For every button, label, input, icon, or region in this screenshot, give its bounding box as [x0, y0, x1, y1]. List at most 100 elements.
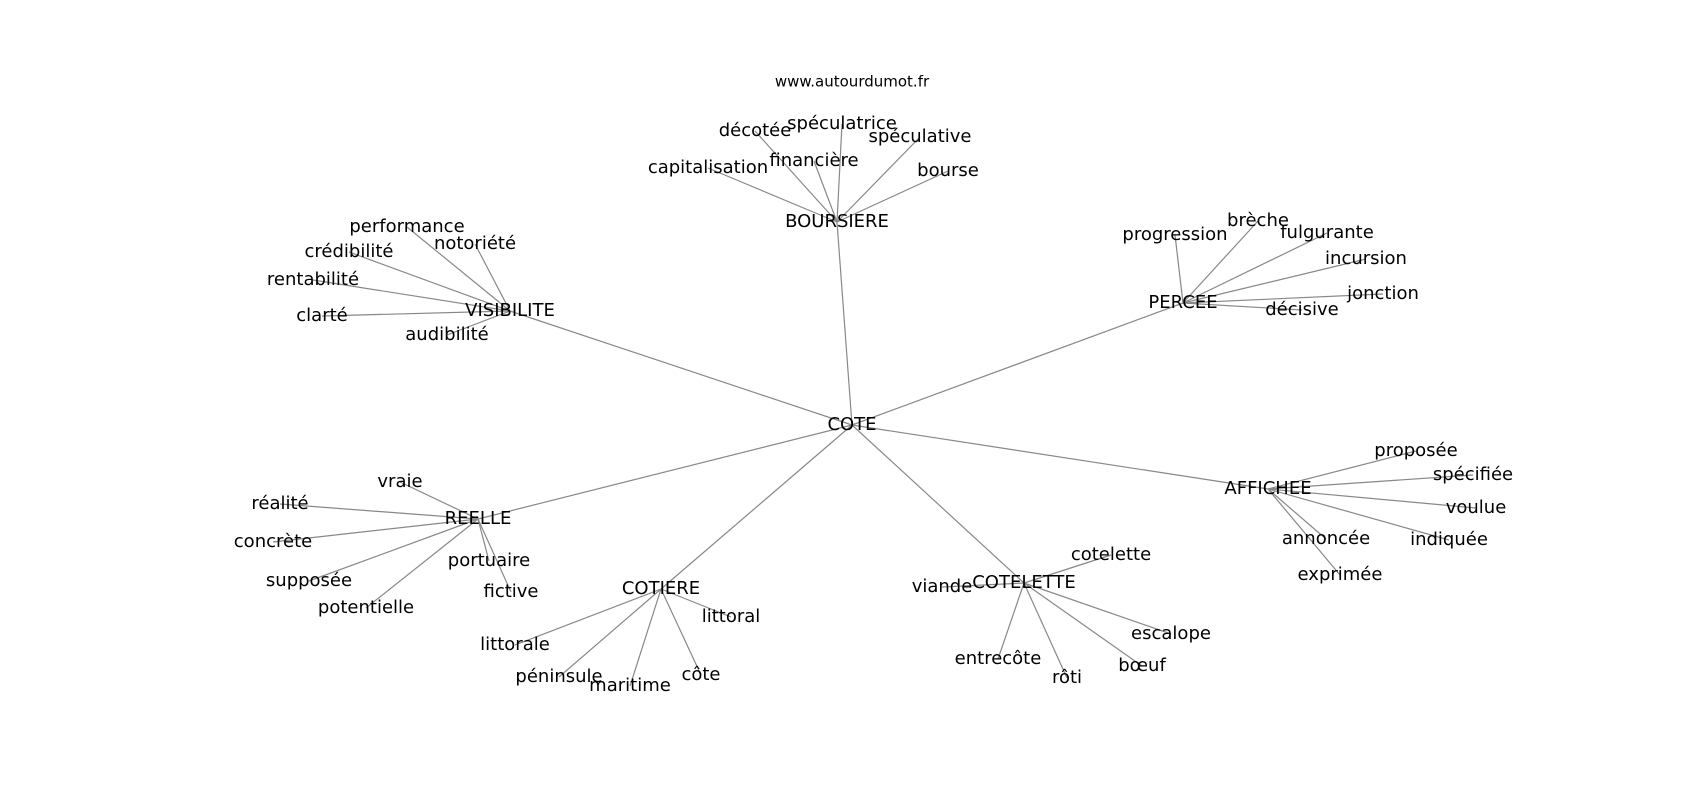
word-node-potentielle: potentielle [318, 597, 414, 618]
word-node-annoncee: annoncée [1282, 528, 1370, 549]
word-node-roti: rôti [1052, 667, 1082, 688]
edge-affichee-annoncee [1267, 488, 1327, 540]
root-node-label: COTE [827, 414, 876, 435]
word-node-exprimee: exprimée [1298, 564, 1383, 585]
edge-cotelette-cotelette [1023, 554, 1112, 584]
edge-visibilite-rentabilite [312, 279, 511, 312]
word-node-indiquee: indiquée [1410, 529, 1488, 550]
hub-node-visibilite: VISIBILITE [465, 300, 555, 321]
word-node-notoriete: notoriété [434, 233, 516, 254]
edge-boursiere-capitalisation [707, 167, 838, 223]
word-node-peninsule: péninsule [515, 666, 602, 687]
word-node-clarte: clarté [296, 305, 347, 326]
edge-root-cotiere [660, 424, 853, 590]
edge-reelle-fictive [477, 518, 512, 593]
hub-node-cotiere: COTIERE [622, 578, 700, 599]
word-node-breche: brèche [1227, 210, 1289, 231]
edge-reelle-supposee [308, 518, 479, 582]
word-node-decotee: décotée [719, 120, 792, 141]
edge-cotelette-entrecote [997, 582, 1025, 660]
edge-reelle-realite [279, 503, 479, 520]
edge-percee-incursion [1182, 258, 1367, 304]
edge-boursiere-speculatrice [836, 123, 843, 223]
edge-cotelette-boeuf [1023, 582, 1143, 667]
word-node-supposee: supposée [266, 570, 352, 591]
word-node-maritime: maritime [589, 675, 671, 696]
edge-boursiere-bourse [836, 170, 949, 223]
word-node-financiere: financière [769, 150, 858, 171]
edge-affichee-exprimee [1267, 488, 1341, 576]
word-node-capitalisation: capitalisation [648, 157, 768, 178]
word-node-viande: viande [912, 576, 973, 597]
edge-reelle-portuaire [477, 518, 490, 562]
edge-cotiere-cote [660, 588, 702, 676]
hub-node-cotelette: COTELETTE [972, 572, 1076, 593]
edge-root-affichee [851, 424, 1269, 490]
edge-cotelette-viande [941, 582, 1025, 588]
edge-percee-fulgurante [1182, 232, 1328, 304]
word-node-specifiee: spécifiée [1433, 464, 1513, 485]
edge-cotelette-roti [1023, 582, 1068, 679]
site-credit: www.autourdumot.fr [775, 73, 930, 91]
word-node-realite: réalité [251, 493, 308, 514]
word-node-vraie: vraie [377, 471, 422, 492]
word-node-speculatrice: spéculatrice [787, 113, 897, 134]
edges-layer [272, 123, 1477, 687]
word-node-bourse: bourse [917, 160, 979, 181]
edge-root-reelle [477, 424, 853, 520]
labels-layer: COTEBOURSIEREcapitalisationdécotéespécul… [234, 113, 1513, 696]
edge-root-visibilite [509, 310, 853, 426]
word-node-proposee: proposée [1374, 440, 1457, 461]
edge-boursiere-financiere [813, 160, 838, 223]
word-node-boeuf: bœuf [1118, 655, 1166, 676]
word-node-voulue: voulue [1446, 497, 1507, 518]
word-node-cote: côte [681, 664, 720, 685]
edge-cotiere-maritime [629, 588, 662, 687]
edge-reelle-concrete [272, 518, 479, 543]
word-node-concrete: concrète [234, 531, 312, 552]
edge-reelle-potentielle [365, 518, 479, 609]
edge-affichee-proposee [1267, 450, 1417, 490]
word-node-escalope: escalope [1131, 623, 1211, 644]
edge-reelle-vraie [399, 481, 479, 520]
edge-visibilite-performance [406, 226, 511, 312]
edge-boursiere-decotee [754, 130, 838, 223]
edge-percee-jonction [1182, 293, 1384, 304]
edge-visibilite-audibilite [446, 310, 511, 336]
word-node-incursion: incursion [1325, 248, 1407, 269]
edge-root-cotelette [851, 424, 1025, 584]
word-node-jonction: jonction [1346, 283, 1419, 304]
edge-cotiere-littoral [660, 588, 732, 618]
word-node-progression: progression [1122, 224, 1227, 245]
hub-node-boursiere: BOURSIERE [785, 211, 889, 232]
edge-root-percee [851, 302, 1184, 426]
word-node-rentabilite: rentabilité [267, 269, 359, 290]
edge-boursiere-speculative [836, 136, 921, 223]
word-node-speculative: spéculative [869, 126, 972, 147]
word-node-littorale: littorale [480, 634, 550, 655]
word-node-cotelette: cotelette [1071, 544, 1151, 565]
word-node-fulgurante: fulgurante [1280, 222, 1374, 243]
edge-root-boursiere [836, 221, 853, 426]
hub-node-reelle: REELLE [445, 508, 512, 529]
edge-cotelette-escalope [1023, 582, 1172, 635]
edge-percee-decisive [1182, 302, 1303, 311]
edge-affichee-voulue [1267, 488, 1477, 509]
word-node-portuaire: portuaire [448, 550, 530, 571]
word-node-fictive: fictive [483, 581, 538, 602]
word-node-audibilite: audibilité [405, 324, 488, 345]
word-node-credibilite: crédibilité [305, 241, 394, 262]
edge-affichee-specifiee [1267, 474, 1474, 490]
edge-visibilite-clarte [321, 310, 511, 317]
hub-node-affichee: AFFICHEE [1224, 478, 1311, 499]
edge-affichee-indiquee [1267, 488, 1450, 541]
edge-cotiere-littorale [514, 588, 662, 646]
hub-node-percee: PERCEE [1148, 292, 1217, 313]
word-node-littoral: littoral [702, 606, 761, 627]
word-node-performance: performance [349, 216, 464, 237]
edge-percee-breche [1182, 220, 1259, 304]
edge-visibilite-credibilite [348, 251, 511, 312]
edge-percee-progression [1174, 234, 1184, 304]
word-node-entrecote: entrecôte [955, 648, 1042, 669]
